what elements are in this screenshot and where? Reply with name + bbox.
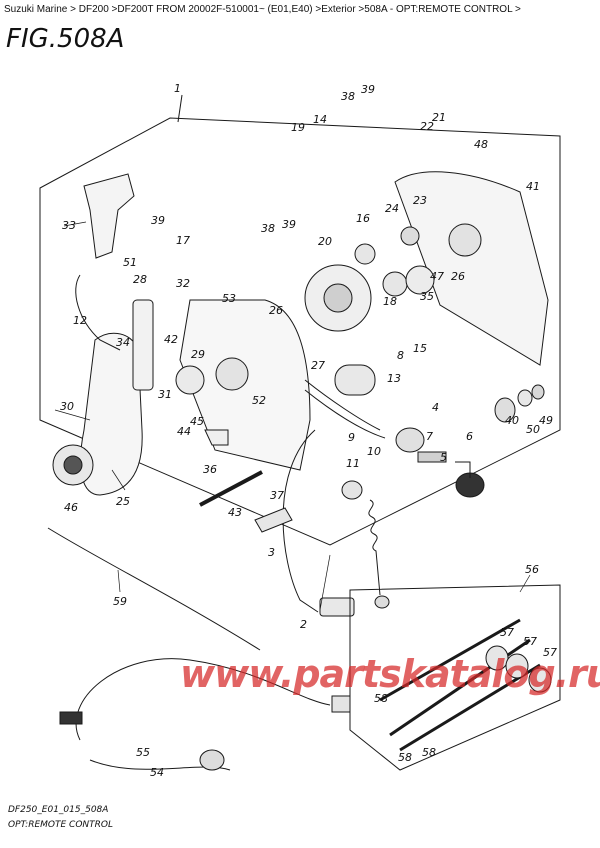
figure-caption: OPT:REMOTE CONTROL [8,820,113,830]
callout-57b: 57 [523,635,537,648]
control-housing-part [179,299,311,471]
callout-39b: 39 [151,214,165,227]
watermark: www.partskatalog.ru [180,652,600,696]
callout-26b: 26 [269,304,283,317]
callout-50: 50 [526,423,540,436]
side-cover-part [394,171,549,366]
callout-33: 33 [62,219,76,232]
callout-55: 55 [136,746,150,759]
callout-3: 3 [268,546,275,559]
callout-29: 29 [191,348,205,361]
callout-8: 8 [397,349,404,362]
callout-39a: 39 [361,83,375,96]
plate-part-3 [254,507,293,533]
callout-42: 42 [164,333,178,346]
callout-23: 23 [413,194,427,207]
callout-41: 41 [526,180,540,193]
callout-17: 17 [176,234,190,247]
assembly-outline [39,117,561,546]
callout-32: 32 [176,277,190,290]
nut-part-49 [531,384,545,400]
callout-36: 36 [203,463,217,476]
callout-11: 11 [346,457,360,470]
callout-58b: 58 [398,751,412,764]
callout-44: 44 [177,425,191,438]
callout-35: 35 [420,290,434,303]
bracket-part [132,299,154,391]
callout-57c: 57 [543,646,557,659]
callout-51: 51 [123,256,137,269]
callout-49: 49 [539,414,553,427]
callout-34: 34 [116,336,130,349]
callout-52: 52 [252,394,266,407]
callout-56: 56 [525,563,539,576]
callout-53: 53 [222,292,236,305]
cable-part-59 [47,527,261,651]
callout-28: 28 [133,273,147,286]
callout-21: 21 [432,111,446,124]
callout-38a: 38 [341,90,355,103]
harness-kit-part [75,658,331,741]
callout-47: 47 [430,270,444,283]
callout-5: 5 [440,451,447,464]
spacer-part-57a [485,645,509,671]
wire-bundle-part [304,379,381,431]
callout-22: 22 [420,120,434,133]
callout-43: 43 [228,506,242,519]
callout-25: 25 [116,495,130,508]
callout-26a: 26 [451,270,465,283]
callout-38b: 38 [261,222,275,235]
callout-6: 6 [466,430,473,443]
spacer-part-57b [505,653,529,679]
callout-58c: 58 [422,746,436,759]
handle-grip-part [83,173,135,259]
callout-13: 13 [387,372,401,385]
buzzer-part [334,364,376,396]
callout-46: 46 [64,501,78,514]
housing-gear-part [215,357,249,391]
callout-57a: 57 [500,626,514,639]
callout-9: 9 [348,431,355,444]
leader-1 [177,94,183,123]
callout-54: 54 [150,766,164,779]
clip-part-36 [204,429,229,446]
callout-45: 45 [190,415,204,428]
callout-31: 31 [158,388,172,401]
spacer-part-57c [528,667,552,693]
kit-box-outline [349,584,561,771]
hub-part-16 [354,243,376,265]
callout-4: 4 [432,401,439,414]
figure-title: FIG.508A [6,24,125,54]
callout-14: 14 [313,113,327,126]
switch-wire-part [75,274,121,351]
callout-30: 30 [60,400,74,413]
callout-27: 27 [311,359,325,372]
key-switch-part [395,427,425,453]
figure-code: DF250_E01_015_508A [8,805,109,815]
callout-39c: 39 [282,218,296,231]
callout-19: 19 [291,121,305,134]
callout-2: 2 [300,618,307,631]
callout-7: 7 [426,430,433,443]
callout-10: 10 [367,445,381,458]
callout-1: 1 [174,82,181,95]
callout-15: 15 [413,342,427,355]
lanyard-coil-part [368,499,381,596]
washer-part-50 [517,389,533,407]
callout-59: 59 [113,595,127,608]
callout-37: 37 [270,489,284,502]
callout-20: 20 [318,235,332,248]
callout-58a: 58 [374,692,388,705]
bolt-part-43 [199,470,263,507]
callout-48: 48 [474,138,488,151]
callout-24: 24 [385,202,399,215]
callout-40: 40 [505,414,519,427]
callout-16: 16 [356,212,370,225]
callout-12: 12 [73,314,87,327]
washer-part-40 [494,397,516,423]
callout-18: 18 [383,295,397,308]
breadcrumb: Suzuki Marine > DF200 >DF200T FROM 20002… [4,4,521,15]
